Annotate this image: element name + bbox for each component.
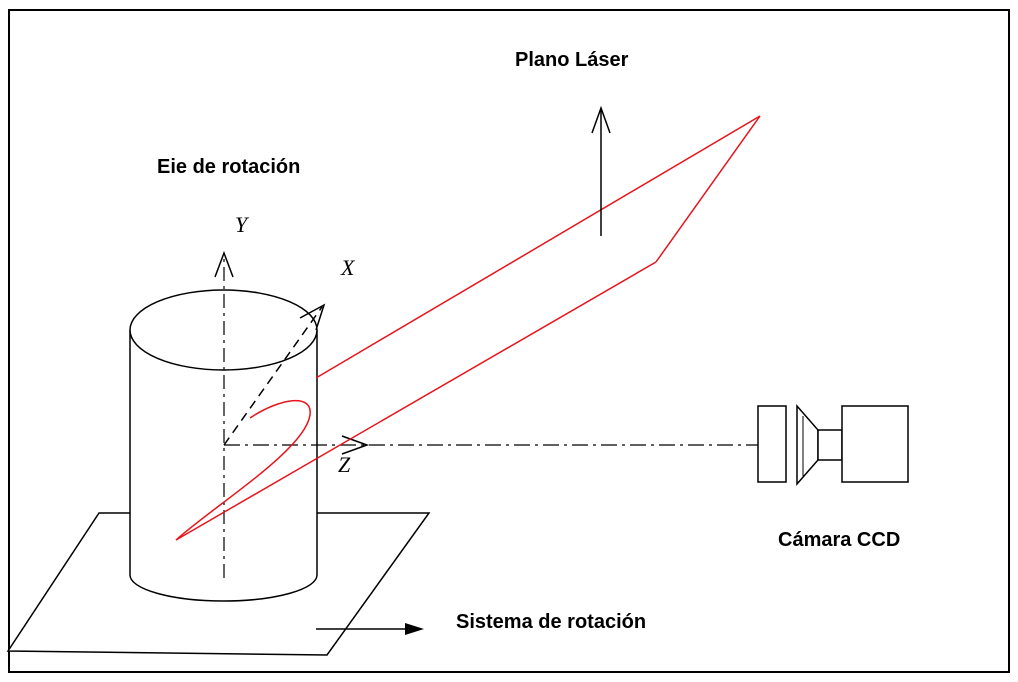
rotation-system-label: Sistema de rotación xyxy=(456,611,646,633)
rotation-axis-label: Eie de rotación xyxy=(157,156,300,178)
camera-lens-barrel xyxy=(817,429,843,461)
laser-profile-curve xyxy=(175,400,311,541)
camera-label: Cámara CCD xyxy=(778,529,900,551)
laser-plane-lower-edge xyxy=(175,261,657,541)
z-axis-label: Z xyxy=(338,452,351,477)
camera-lens-cone xyxy=(796,404,819,486)
y-axis-label: Y xyxy=(235,212,250,237)
x-axis-arrowhead xyxy=(299,303,326,331)
laser-plane-right-edge xyxy=(655,115,761,263)
laser-plane-label: Plano Láser xyxy=(515,49,629,71)
frame-border xyxy=(8,9,1010,673)
y-axis-arrowhead xyxy=(214,250,234,278)
laser-plane-arrowhead xyxy=(591,105,611,134)
rotation-platform xyxy=(6,512,431,656)
x-axis-label: X xyxy=(340,255,356,280)
camera-body xyxy=(841,405,909,483)
cylinder-body xyxy=(129,330,318,602)
rotation-system-arrowhead xyxy=(405,623,424,635)
camera-front-plate xyxy=(757,405,787,483)
x-axis-line xyxy=(223,306,323,446)
laser-plane-upper-edge xyxy=(315,115,761,379)
